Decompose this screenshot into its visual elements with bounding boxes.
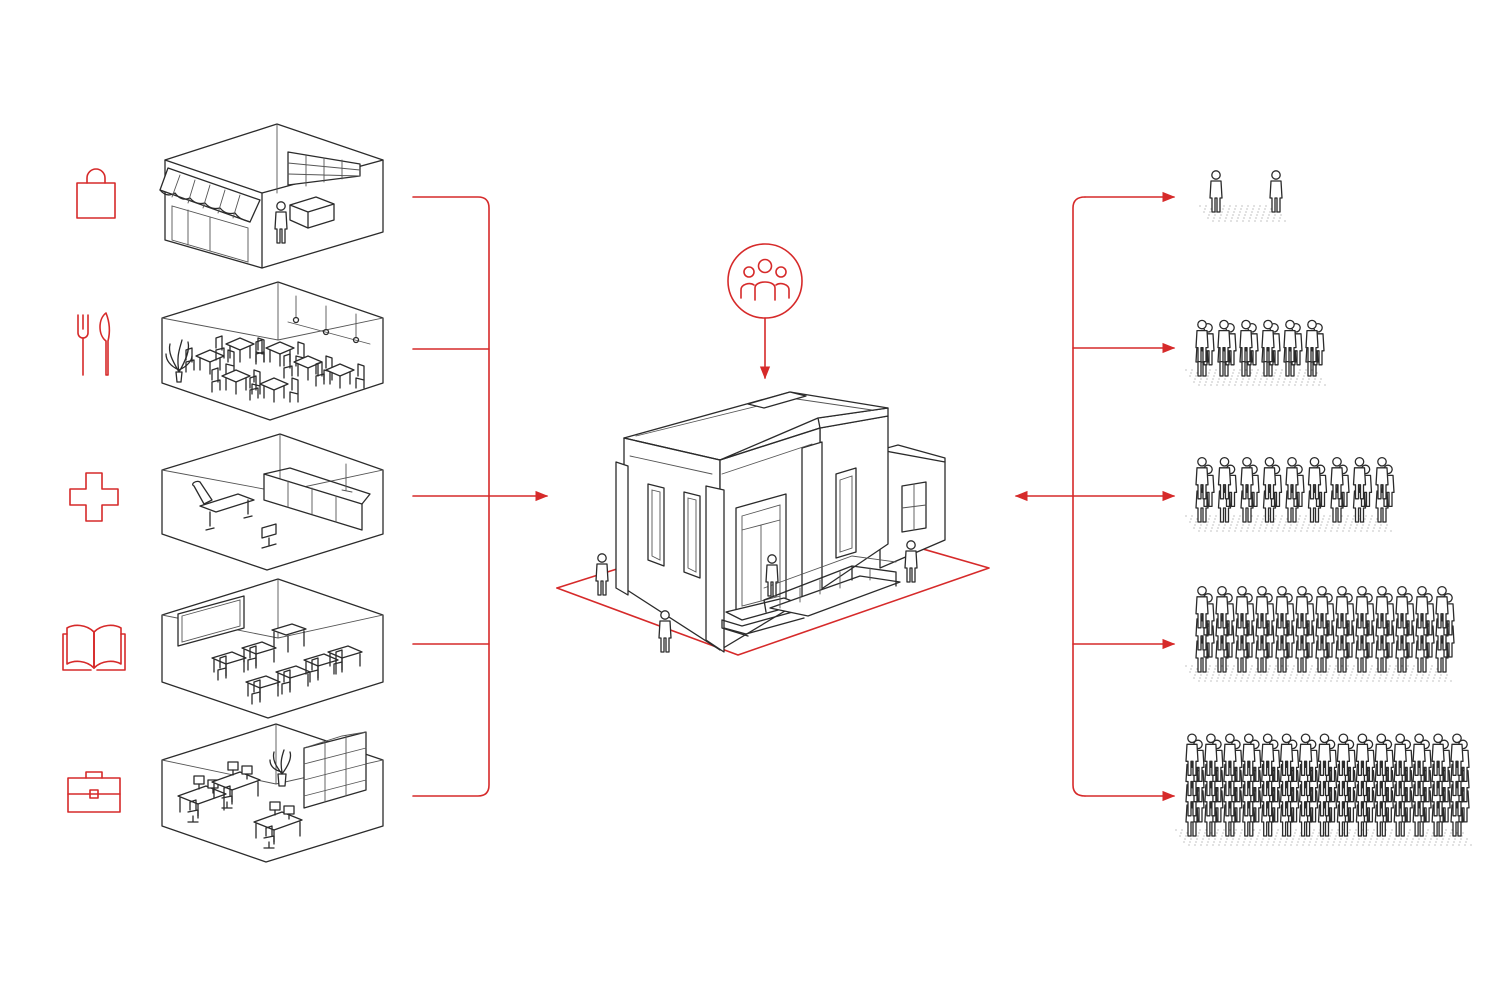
crowd-group-3	[1185, 456, 1395, 532]
room-office	[161, 723, 384, 863]
person-figure	[904, 540, 918, 583]
crowd-groups	[1175, 170, 1472, 846]
briefcase-icon	[67, 771, 121, 813]
person-figure	[1209, 170, 1223, 213]
room-classroom	[161, 578, 384, 719]
crowd-ground-stipple	[1199, 205, 1286, 222]
left-bracket-connector	[412, 196, 549, 797]
person-figure	[595, 553, 609, 596]
person-figure	[1269, 170, 1283, 213]
room-clinic	[161, 433, 384, 571]
crowd-group-2	[1185, 319, 1326, 386]
person-figure	[658, 610, 672, 653]
community-group-icon	[727, 243, 803, 380]
right-bracket-connector	[1014, 191, 1176, 802]
crowd-group-4	[1185, 585, 1455, 682]
room-retail-shop	[159, 123, 384, 269]
crowd-group-5	[1175, 733, 1472, 846]
open-book-icon	[62, 624, 126, 671]
shopping-bag-icon	[76, 168, 116, 219]
room-restaurant	[161, 281, 384, 421]
crowd-group-1	[1199, 170, 1286, 222]
fork-knife-icon	[77, 312, 111, 376]
medical-cross-icon	[69, 472, 119, 522]
community-building	[556, 391, 990, 656]
